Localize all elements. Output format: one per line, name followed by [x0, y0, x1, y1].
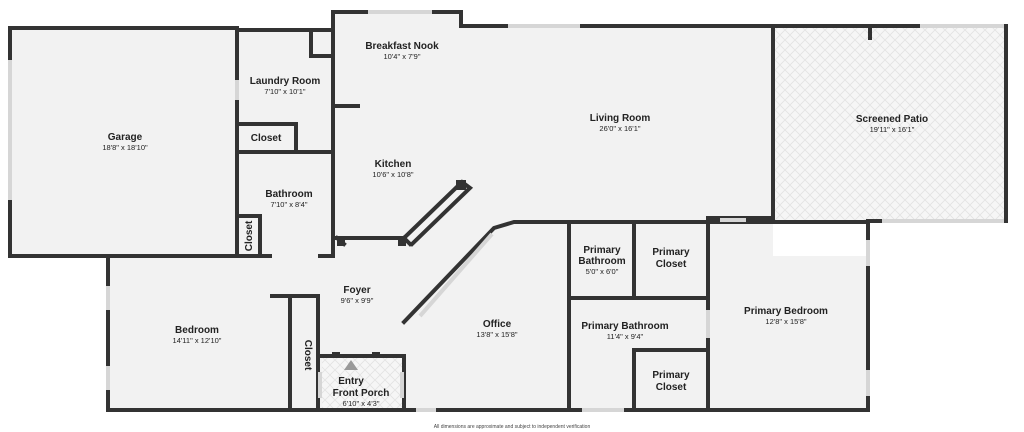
- patio-dims: 19'11" x 16'1": [870, 125, 915, 134]
- bath-closet-name: Closet: [244, 220, 255, 251]
- primary-bathroom-small-dims: 5'0" x 6'0": [586, 267, 619, 276]
- garage-dims: 18'8" x 18'10": [102, 143, 148, 152]
- bathroom-name: Bathroom: [265, 189, 312, 200]
- entry-porch-details: [318, 352, 404, 408]
- primary-bathroom-small-name-2: Bathroom: [578, 256, 625, 267]
- office-dims: 13'8" x 15'8": [476, 330, 517, 339]
- laundry-dims: 7'10" x 10'1": [264, 87, 305, 96]
- patio-floor: [773, 26, 1006, 221]
- laundry-closet-name: Closet: [251, 133, 282, 144]
- primary-closet-bottom-name-1: Primary: [652, 370, 690, 381]
- primary-bathroom-name: Primary Bathroom: [581, 321, 668, 332]
- kitchen-dims: 10'6" x 10'8": [372, 170, 413, 179]
- bathroom-dims: 7'10" x 8'4": [271, 200, 308, 209]
- entry-dims: 6'10" x 4'3": [343, 399, 380, 408]
- breakfast-nook-dims: 10'4" x 7'9": [384, 52, 421, 61]
- office-name: Office: [483, 319, 512, 330]
- primary-closet-top-name-1: Primary: [652, 247, 690, 258]
- entry-name: Entry: [338, 376, 364, 387]
- primary-bedroom-name: Primary Bedroom: [744, 306, 828, 317]
- bedroom-dims: 14'11" x 12'10": [173, 336, 222, 345]
- primary-bathroom-small-name-1: Primary: [583, 245, 621, 256]
- breakfast-nook-name: Breakfast Nook: [365, 41, 439, 52]
- front-porch-name: Front Porch: [333, 388, 390, 399]
- living-room-name: Living Room: [590, 113, 651, 124]
- patio-name: Screened Patio: [856, 114, 928, 125]
- floor-fills: [10, 10, 1006, 412]
- outer-walls: [8, 10, 1008, 412]
- garage-name: Garage: [108, 132, 143, 143]
- windows: [8, 10, 1004, 412]
- living-room-dims: 26'0" x 16'1": [599, 124, 640, 133]
- primary-bedroom-dims: 12'8" x 15'8": [765, 317, 806, 326]
- foyer-name: Foyer: [343, 285, 370, 296]
- primary-bathroom-dims: 11'4" x 9'4": [607, 332, 644, 341]
- primary-closet-top-name-2: Closet: [656, 259, 687, 270]
- kitchen-name: Kitchen: [375, 159, 412, 170]
- footer-note: All dimensions are approximate and subje…: [434, 424, 591, 430]
- primary-closet-bottom-name-2: Closet: [656, 382, 687, 393]
- entry-arrow-icon: [344, 360, 358, 370]
- bedroom-closet-name: Closet: [302, 340, 313, 371]
- foyer-dims: 9'6" x 9'9": [341, 296, 374, 305]
- bedroom-name: Bedroom: [175, 325, 219, 336]
- interior-walls: [106, 24, 872, 412]
- room-labels: Garage 18'8" x 18'10" Laundry Room 7'10"…: [102, 41, 928, 408]
- laundry-name: Laundry Room: [250, 76, 321, 87]
